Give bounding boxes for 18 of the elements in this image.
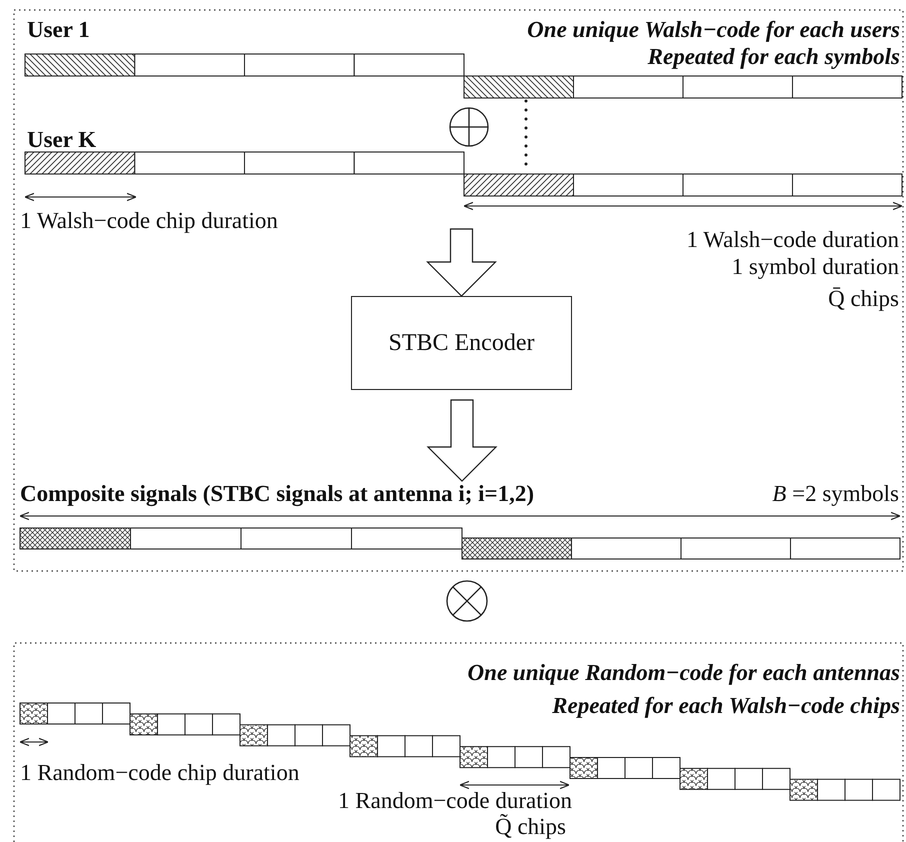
annotation-text: Repeated for each symbols bbox=[648, 44, 900, 68]
block-arrow bbox=[426, 399, 498, 482]
annotation-text: One unique Random−code for each antennas bbox=[468, 660, 900, 684]
dimension-label: 1 Random−code chip duration bbox=[20, 760, 300, 784]
dimension-label: B =2 symbols bbox=[772, 482, 899, 504]
dimension-label: 1 Walsh−code chip duration bbox=[20, 208, 278, 232]
block-arrow bbox=[426, 228, 497, 297]
dimension-label: 1 symbol duration bbox=[732, 254, 899, 278]
annotation-text: One unique Walsh−code for each users bbox=[527, 18, 900, 40]
signal-title: User 1 bbox=[27, 18, 90, 40]
signal-title: Composite signals (STBC signals at antenna i; i=1,2) bbox=[20, 481, 565, 505]
dimension-label: Q̃ chips bbox=[495, 814, 566, 838]
dimension-label: 1 Random−code duration bbox=[338, 788, 572, 812]
process-box: STBC Encoder bbox=[351, 296, 572, 390]
dimension-label: 1 Walsh−code duration bbox=[686, 228, 899, 250]
annotation-text: Repeated for each Walsh−code chips bbox=[552, 694, 900, 716]
signal-title: User K bbox=[27, 128, 96, 150]
dimension-label: Q̄ chips bbox=[828, 286, 899, 310]
